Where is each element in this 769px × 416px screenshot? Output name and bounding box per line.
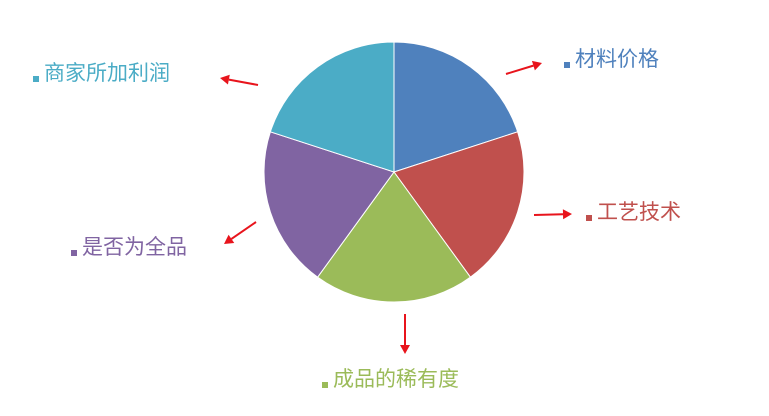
arrow-rarity [400, 314, 410, 354]
arrow-material-price [505, 60, 542, 75]
arrow-merchant-profit [220, 74, 259, 86]
arrow-craft-technique [533, 209, 572, 220]
pie-slices [263, 41, 525, 303]
label-rarity: 成品的稀有度 [333, 367, 459, 391]
arrow-head [220, 74, 230, 85]
label-arrows [220, 60, 572, 354]
label-full-product: 是否为全品 [82, 235, 187, 259]
arrow-head [531, 60, 542, 71]
slice-rarity [316, 171, 472, 303]
arrow-shaft [505, 64, 534, 75]
marker-rarity [322, 382, 328, 388]
arrow-shaft [533, 213, 564, 216]
slice-material-price [393, 41, 519, 173]
slice-merchant-profit [269, 41, 395, 173]
marker-material-price [564, 62, 570, 68]
arrow-shaft [230, 221, 257, 240]
arrow-head [224, 234, 235, 244]
arrow-shaft [228, 78, 259, 86]
label-merchant-profit: 商家所加利润 [44, 61, 170, 85]
label-material-price: 材料价格 [575, 47, 659, 71]
arrow-full-product [224, 221, 257, 244]
marker-merchant-profit [33, 76, 39, 82]
slice-craft-technique [393, 131, 525, 278]
label-craft-technique: 工艺技术 [597, 200, 681, 224]
arrow-head [400, 345, 410, 354]
slice-full-product [263, 131, 395, 278]
marker-craft-technique [586, 215, 592, 221]
arrow-head [562, 209, 572, 220]
marker-full-product [71, 250, 77, 256]
